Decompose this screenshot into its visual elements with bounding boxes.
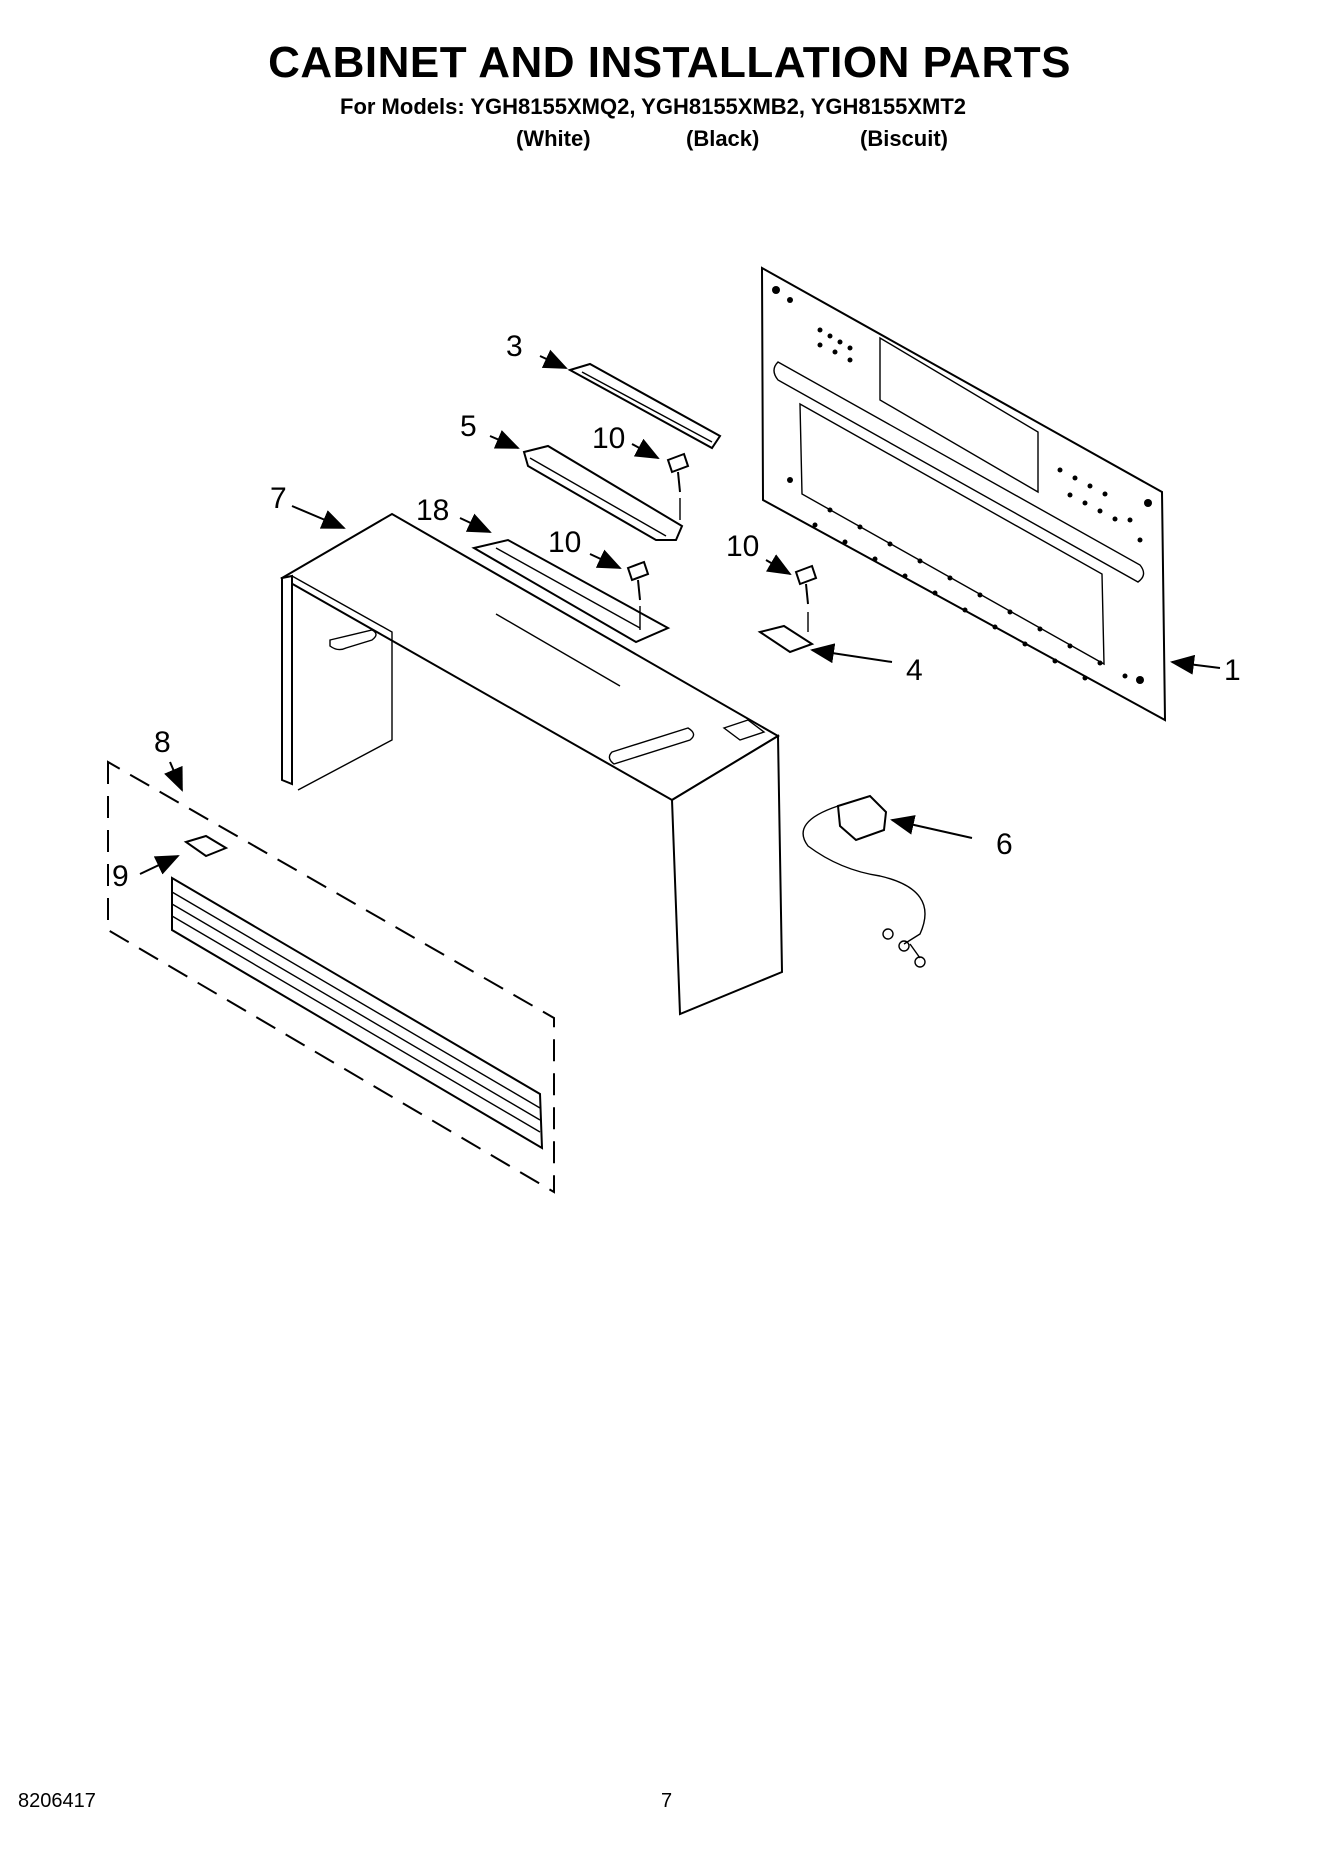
callout-4: 4 xyxy=(906,654,923,687)
callout-9: 9 xyxy=(112,860,129,893)
plate-holes xyxy=(772,286,1152,684)
part-5-bracket xyxy=(522,444,684,541)
callout-5: 5 xyxy=(460,410,477,443)
part-10-screw-c xyxy=(794,564,818,632)
page-number: 7 xyxy=(661,1790,673,1812)
part-3-rail xyxy=(567,362,722,450)
variant-white: (White) xyxy=(516,126,591,151)
part-1-mounting-plate xyxy=(760,266,1167,722)
callout-leaders xyxy=(139,349,1221,875)
callout-10a: 10 xyxy=(592,422,625,455)
callout-1: 1 xyxy=(1224,654,1241,687)
page-title: CABINET AND INSTALLATION PARTS xyxy=(268,38,1071,87)
part-7-cabinet xyxy=(279,512,784,1016)
part-18-top-plate xyxy=(471,538,671,644)
doc-number: 8206417 xyxy=(18,1790,96,1812)
callout-10c: 10 xyxy=(726,530,759,563)
part-6-harness xyxy=(802,794,926,968)
part-4-clip xyxy=(757,624,815,654)
callout-18: 18 xyxy=(416,494,449,527)
models-line: For Models: YGH8155XMQ2, YGH8155XMB2, YG… xyxy=(340,94,967,119)
part-9-clip xyxy=(183,834,229,858)
callout-6: 6 xyxy=(996,828,1013,861)
callout-3: 3 xyxy=(506,330,523,363)
callout-10b: 10 xyxy=(548,526,581,559)
part-10-screw-b xyxy=(626,560,650,630)
callout-8: 8 xyxy=(154,726,171,759)
part-8-grille xyxy=(107,760,555,1194)
part-10-screw-a xyxy=(666,452,690,520)
callout-7: 7 xyxy=(270,482,287,515)
variant-biscuit: (Biscuit) xyxy=(860,126,948,151)
variant-black: (Black) xyxy=(686,126,760,151)
